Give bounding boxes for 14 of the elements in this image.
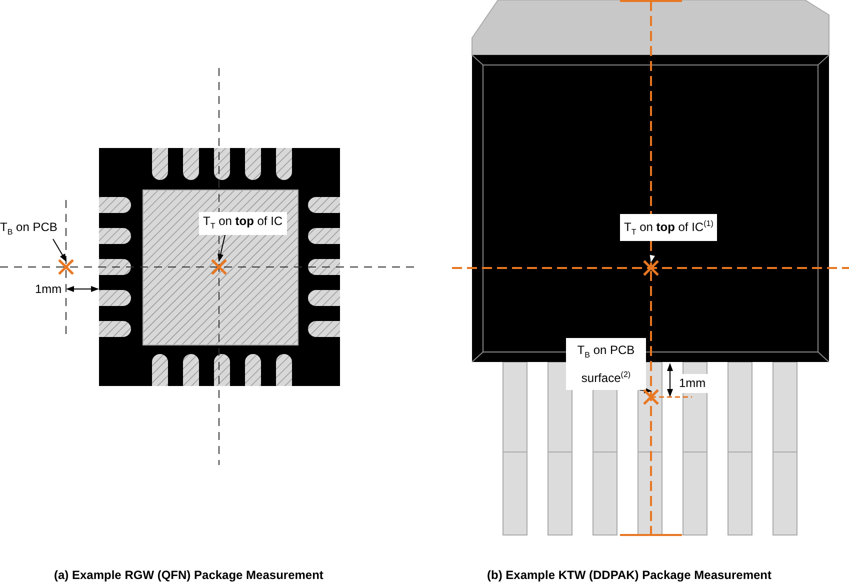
- callout-text: T$_{B}$ on PCB: [0, 220, 58, 240]
- callout-text: T$_{T}$ on top of IC: [199, 212, 287, 236]
- measurement-point-cross: [643, 260, 659, 276]
- figure-caption: (a) Example RGW (QFN) Package Measurement: [54, 568, 324, 582]
- dimension-label: 1mm: [35, 282, 62, 297]
- leader-arrow: [639, 387, 652, 394]
- leader-arrow: [218, 234, 226, 262]
- measurement-point-cross: [643, 389, 659, 405]
- callout-text: T$_{B}$ on PCB surface$^{(2)}$: [566, 338, 646, 390]
- callout-text: T$_{T}$ on top of IC$^{(1)}$: [620, 214, 718, 242]
- figure-caption: (b) Example KTW (DDPAK) Package Measurement: [487, 568, 772, 582]
- measurement-point-cross: [211, 259, 227, 275]
- leader-arrow: [52, 238, 66, 262]
- measurement-point-cross: [58, 259, 74, 275]
